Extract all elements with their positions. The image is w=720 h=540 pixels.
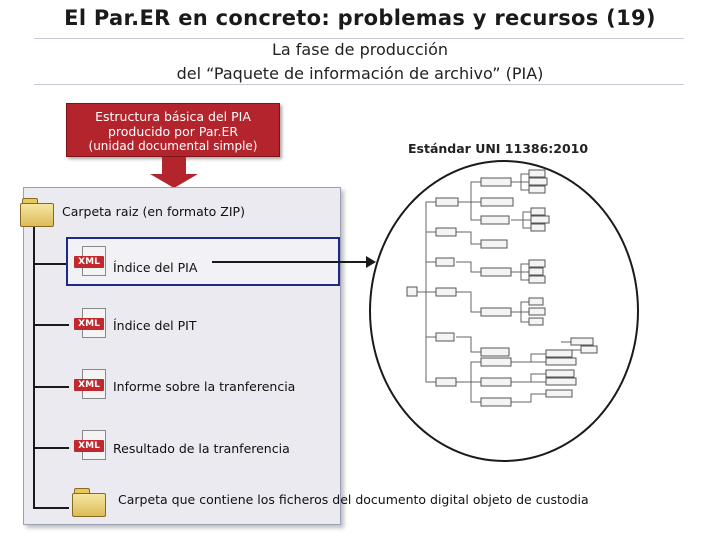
schema-diagram-circle xyxy=(369,160,639,462)
subtitle-line-1: La fase de producción xyxy=(271,40,449,59)
xml-file-icon: XML xyxy=(74,369,108,399)
tree-branch-2 xyxy=(33,324,69,326)
tree-branch-4 xyxy=(33,447,69,449)
tree-item-digital-document-folder[interactable]: Carpeta que contiene los ficheros del do… xyxy=(118,492,589,507)
slide-title: El Par.ER en concreto: problemas y recur… xyxy=(64,6,656,30)
title-divider xyxy=(34,38,684,39)
subtitle-line-2: del “Paquete de información de archivo” … xyxy=(176,64,544,83)
pia-structure-callout: Estructura básica del PIA producido por … xyxy=(66,103,280,157)
pointer-arrow-head xyxy=(366,256,376,268)
tree-branch-5 xyxy=(33,507,69,509)
tree-item-transfer-result[interactable]: Resultado de la tranferencia xyxy=(113,441,290,456)
tree-branch-3 xyxy=(33,386,69,388)
callout-arrow-head xyxy=(150,174,198,188)
tree-item-transfer-report[interactable]: Informe sobre la tranferencia xyxy=(113,379,296,394)
xml-file-icon: XML xyxy=(74,430,108,460)
callout-line-1: Estructura básica del PIA xyxy=(95,109,251,124)
tree-item-pia-index[interactable]: Índice del PIA xyxy=(113,260,198,275)
xml-schema-tree-diagram xyxy=(406,169,598,407)
xml-file-icon: XML xyxy=(74,308,108,338)
tree-branch-1 xyxy=(33,263,69,265)
standard-label: Estándar UNI 11386:2010 xyxy=(408,141,589,156)
callout-arrow-shaft xyxy=(162,157,186,175)
xml-file-icon: XML xyxy=(74,246,108,276)
tree-trunk-line xyxy=(33,227,35,509)
tree-item-pit-index[interactable]: Índice del PIT xyxy=(113,318,197,333)
pointer-arrow-line xyxy=(212,261,368,263)
callout-line-2: producido por Par.ER xyxy=(107,124,239,139)
callout-line-3: (unidad documental simple) xyxy=(88,139,258,153)
root-folder-label: Carpeta raiz (en formato ZIP) xyxy=(62,204,245,219)
subtitle-divider xyxy=(34,84,684,85)
